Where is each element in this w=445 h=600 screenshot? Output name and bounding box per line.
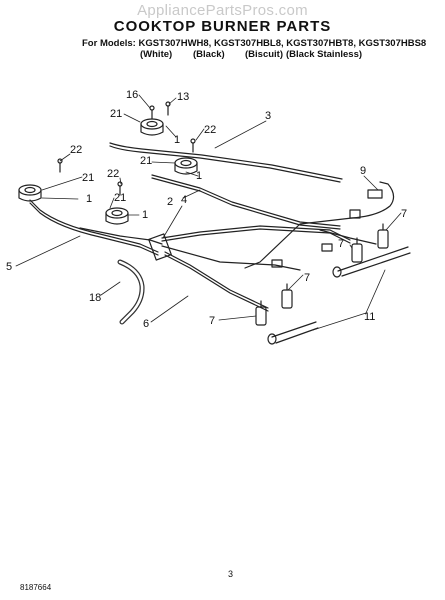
- models-line: For Models: KGST307HWH8, KGST307HBL8, KG…: [82, 38, 427, 49]
- callout-4: 4: [181, 194, 187, 206]
- callout-7: 7: [209, 315, 215, 327]
- callout-16: 16: [126, 89, 138, 101]
- valve-rod-front: [267, 321, 319, 345]
- burner-assembly-left: [18, 158, 63, 202]
- callout-1: 1: [174, 134, 180, 146]
- callout-6: 6: [143, 318, 149, 330]
- valve-center: [281, 283, 293, 309]
- callout-22: 22: [204, 124, 216, 136]
- callout-1: 1: [196, 170, 202, 182]
- flex-connector: [117, 259, 145, 325]
- page-title: COOKTOP BURNER PARTS: [113, 18, 332, 35]
- gas-tubes: [29, 142, 377, 312]
- callout-7: 7: [304, 272, 310, 284]
- callout-9: 9: [360, 165, 366, 177]
- callout-21: 21: [140, 155, 152, 167]
- callout-22: 22: [70, 144, 82, 156]
- leader-lines: [15, 94, 402, 331]
- callout-21: 21: [114, 192, 126, 204]
- callout-18: 18: [89, 292, 101, 304]
- callout-21: 21: [82, 172, 94, 184]
- callout-22: 22: [107, 168, 119, 180]
- manifold-block: [148, 233, 172, 261]
- callout-13: 13: [177, 91, 189, 103]
- valve-rod-right: [332, 246, 411, 278]
- callout-21: 21: [110, 108, 122, 120]
- color-black-stainless: (Black Stainless): [286, 49, 363, 60]
- burner-assembly-front: [105, 181, 129, 225]
- callout-2: 2: [167, 196, 173, 208]
- valve-right-lower: [351, 237, 363, 263]
- callout-1: 1: [86, 193, 92, 205]
- document-number: 8187664: [20, 583, 52, 592]
- callout-7: 7: [338, 238, 344, 250]
- color-black: (Black): [193, 49, 225, 60]
- igniter-harness: [244, 181, 395, 269]
- callout-11: 11: [364, 311, 375, 323]
- callout-3: 3: [265, 110, 271, 122]
- callout-5: 5: [6, 261, 12, 273]
- callout-7: 7: [401, 208, 407, 220]
- burner-assembly-top: [140, 101, 171, 136]
- callout-1: 1: [142, 209, 148, 221]
- color-white: (White): [140, 49, 173, 60]
- color-biscuit: (Biscuit): [245, 49, 283, 60]
- watermark: AppliancePartsPros.com: [137, 2, 308, 19]
- page-number: 3: [228, 569, 234, 579]
- valve-right-upper: [377, 223, 389, 249]
- valve-front-left: [255, 300, 267, 326]
- callout-labels: 16 13 21 3 1 22 22 21 1 21 21 22 1 2 1 4…: [6, 89, 407, 330]
